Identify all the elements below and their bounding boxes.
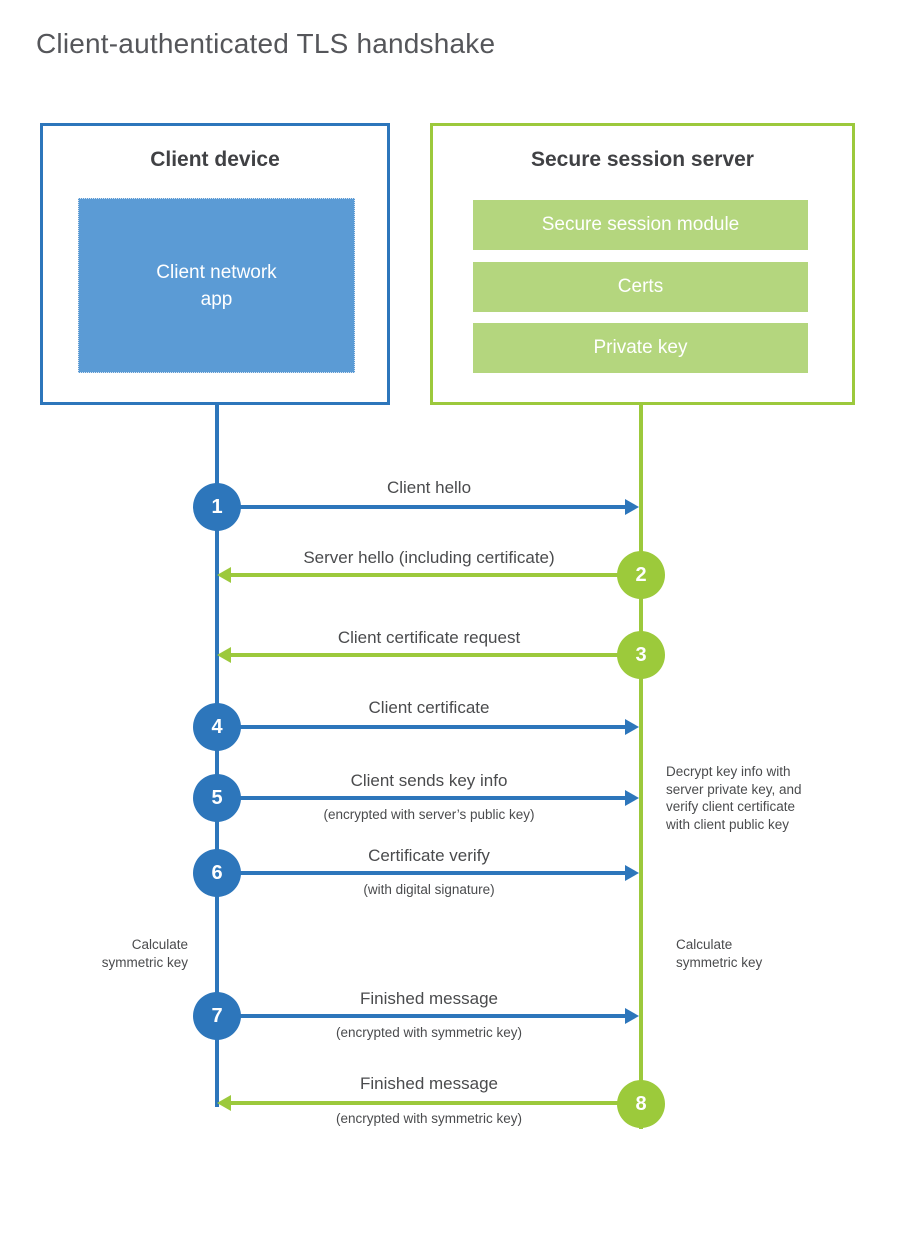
client-device-box: Client device Client network app (40, 123, 390, 405)
step-6-arrow (217, 865, 639, 881)
step-4-arrow (217, 719, 639, 735)
server-calculate-symmetric-key-note: Calculate symmetric key (676, 937, 763, 970)
client-calculate-symmetric-key-note: Calculate symmetric key (101, 937, 188, 970)
step-6-circle: 6 (193, 849, 241, 897)
step-2-label: Server hello (including certificate) (303, 548, 555, 567)
step-5-sublabel: (encrypted with server’s public key) (323, 807, 535, 822)
step-2-arrow (217, 567, 639, 583)
page-title: Client-authenticated TLS handshake (36, 28, 496, 59)
step-1-label: Client hello (386, 478, 472, 497)
step-5-label: Client sends key info (350, 771, 508, 790)
step-3-arrow (217, 647, 639, 663)
server-module-private-key: Private key (473, 323, 808, 373)
step-8-label: Finished message (360, 1074, 498, 1093)
server-decrypt-note: Decrypt key info with server private key… (666, 764, 802, 832)
step-6-sublabel: (with digital signature) (363, 882, 495, 897)
server-module-secure-session-module: Secure session module (473, 200, 808, 250)
step-8-arrow (217, 1095, 639, 1111)
step-3-circle: 3 (617, 631, 665, 679)
step-8-circle: 8 (617, 1080, 665, 1128)
step-5-arrow (217, 790, 639, 806)
client-network-app-box: Client network app (78, 198, 355, 373)
step-5-circle: 5 (193, 774, 241, 822)
step-4-circle: 4 (193, 703, 241, 751)
secure-session-server-box: Secure session server Secure session mod… (430, 123, 855, 405)
step-7-label: Finished message (360, 989, 498, 1008)
server-module-certs: Certs (473, 262, 808, 312)
step-1-circle: 1 (193, 483, 241, 531)
step-7-arrow (217, 1008, 639, 1024)
step-4-label: Client certificate (368, 698, 490, 717)
step-8-sublabel: (encrypted with symmetric key) (335, 1111, 523, 1126)
client-device-title: Client device (150, 148, 280, 171)
client-lifeline (215, 405, 219, 1107)
step-2-circle: 2 (617, 551, 665, 599)
step-3-label: Client certificate request (337, 628, 521, 647)
step-1-arrow (217, 499, 639, 515)
step-6-label: Certificate verify (368, 846, 490, 865)
step-7-circle: 7 (193, 992, 241, 1040)
server-lifeline (639, 405, 643, 1129)
secure-session-server-title: Secure session server (531, 148, 754, 171)
step-7-sublabel: (encrypted with symmetric key) (335, 1025, 523, 1040)
